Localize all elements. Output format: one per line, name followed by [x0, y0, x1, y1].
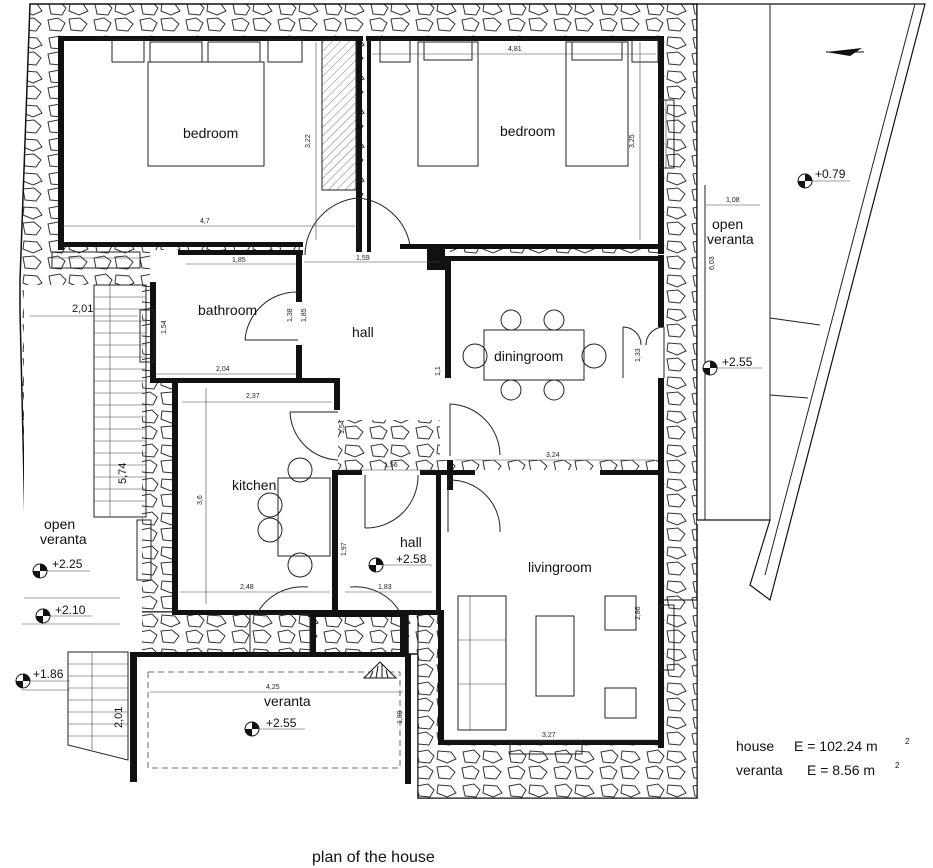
- wardrobe: [321, 39, 357, 191]
- dim-1-1: 1,1: [435, 366, 442, 376]
- area-house-value: E = 102.24 m: [794, 738, 878, 754]
- room-label-kitchen: kitchen: [232, 477, 276, 493]
- level-225-label: +2.25: [52, 557, 83, 571]
- level-marker-255-right: +2.55: [702, 355, 762, 376]
- area-veranta-exp: 2: [895, 761, 900, 770]
- dim-1-97: 1,97: [341, 542, 348, 556]
- room-label-hall-upper: hall: [352, 324, 374, 340]
- dim-1-38: 1,38: [287, 308, 294, 322]
- area-house-label: house: [736, 738, 774, 754]
- dim-3-24: 3,24: [546, 452, 560, 459]
- room-label-bathroom: bathroom: [198, 302, 257, 318]
- dim-1-33: 1,33: [635, 348, 642, 362]
- room-label-open-veranta-left-1: open: [44, 516, 75, 532]
- dim-3-6: 3,6: [197, 495, 204, 505]
- level-255-right-label: +2.55: [722, 355, 753, 369]
- room-label-bedroom-left: bedroom: [183, 125, 238, 141]
- dim-1-59: 1,59: [356, 255, 370, 262]
- dim-2-86: 2,86: [635, 606, 642, 620]
- room-label-veranta: veranta: [264, 693, 311, 709]
- dim-2-04: 2,04: [216, 366, 230, 373]
- dim-1-08: 1,08: [726, 197, 740, 204]
- level-marker-079: +0.79: [797, 167, 850, 189]
- room-label-open-veranta-right-1: open: [712, 216, 743, 232]
- dim-3-25: 3,25: [629, 134, 636, 148]
- dim-1-56: 1,56: [384, 462, 398, 469]
- dim-2-01-bottom: 2,01: [113, 707, 125, 728]
- plan-caption: plan of the house: [312, 849, 435, 866]
- bed-left: [111, 39, 303, 167]
- dim-3-27: 3,27: [542, 732, 556, 739]
- dim-4-7: 4,7: [200, 218, 210, 225]
- room-label-diningroom: diningroom: [494, 348, 563, 364]
- dim-3-22: 3,22: [305, 134, 312, 148]
- bottom-left-stairs: [67, 651, 129, 761]
- room-label-hall-lower: hall: [400, 534, 422, 550]
- level-186-label: +1.86: [33, 667, 64, 681]
- dim-2-01-top: 2,01: [72, 303, 93, 315]
- area-house-exp: 2: [905, 737, 910, 746]
- room-label-open-veranta-left-2: veranta: [40, 531, 87, 547]
- area-veranta-label: veranta: [736, 762, 783, 778]
- dim-2-48: 2,48: [240, 584, 254, 591]
- area-veranta-value: E = 8.56 m: [807, 762, 875, 778]
- dim-6-03: 6,03: [709, 256, 716, 270]
- level-255-veranta-label: +2.55: [266, 716, 297, 730]
- room-label-bedroom-right: bedroom: [500, 123, 555, 139]
- level-marker-210: +2.10: [35, 603, 92, 624]
- dim-4-25: 4,25: [266, 684, 280, 691]
- level-079-label: +0.79: [815, 167, 846, 181]
- right-open-veranta-outline: [696, 3, 926, 602]
- level-marker-255-veranta: +2.55: [244, 716, 305, 737]
- level-258-label: +2.58: [396, 552, 427, 566]
- level-marker-225: +2.25: [32, 557, 90, 579]
- windows: [51, 99, 675, 755]
- kitchen-table: [257, 457, 331, 578]
- interior-floor: [24, 4, 927, 780]
- bed-right-2: [565, 39, 659, 167]
- dim-1-83: 1,83: [378, 584, 392, 591]
- dim-1-85: 1,85: [232, 257, 246, 264]
- level-210-label: +2.10: [55, 603, 86, 617]
- dim-2-37: 2,37: [246, 393, 260, 400]
- area-summary: house E = 102.24 m 2 veranta E = 8.56 m …: [736, 737, 910, 778]
- level-marker-186: +1.86: [15, 667, 70, 689]
- living-furniture: [457, 595, 637, 731]
- dim-1-85v: 1,85: [301, 308, 308, 322]
- dining-table: [462, 309, 607, 401]
- bed-right-1: [379, 39, 479, 167]
- room-label-open-veranta-right-2: veranta: [707, 231, 754, 247]
- level-marker-258: +2.58: [368, 552, 432, 573]
- dim-1-89: 1,89: [397, 710, 404, 724]
- dim-4-81: 4,81: [508, 46, 522, 53]
- dim-5-74: 5,74: [117, 463, 129, 484]
- stairs-triangle-icon: [362, 661, 398, 679]
- dimension-lines: [22, 42, 760, 741]
- veranta-dashed-outline: [147, 671, 401, 769]
- left-stairs: [93, 284, 147, 518]
- dim-1-54b: 1,54: [339, 420, 346, 434]
- north-arrow-icon: [826, 48, 864, 56]
- room-label-livingroom: livingroom: [528, 559, 592, 575]
- dim-1-54a: 1,54: [161, 320, 168, 334]
